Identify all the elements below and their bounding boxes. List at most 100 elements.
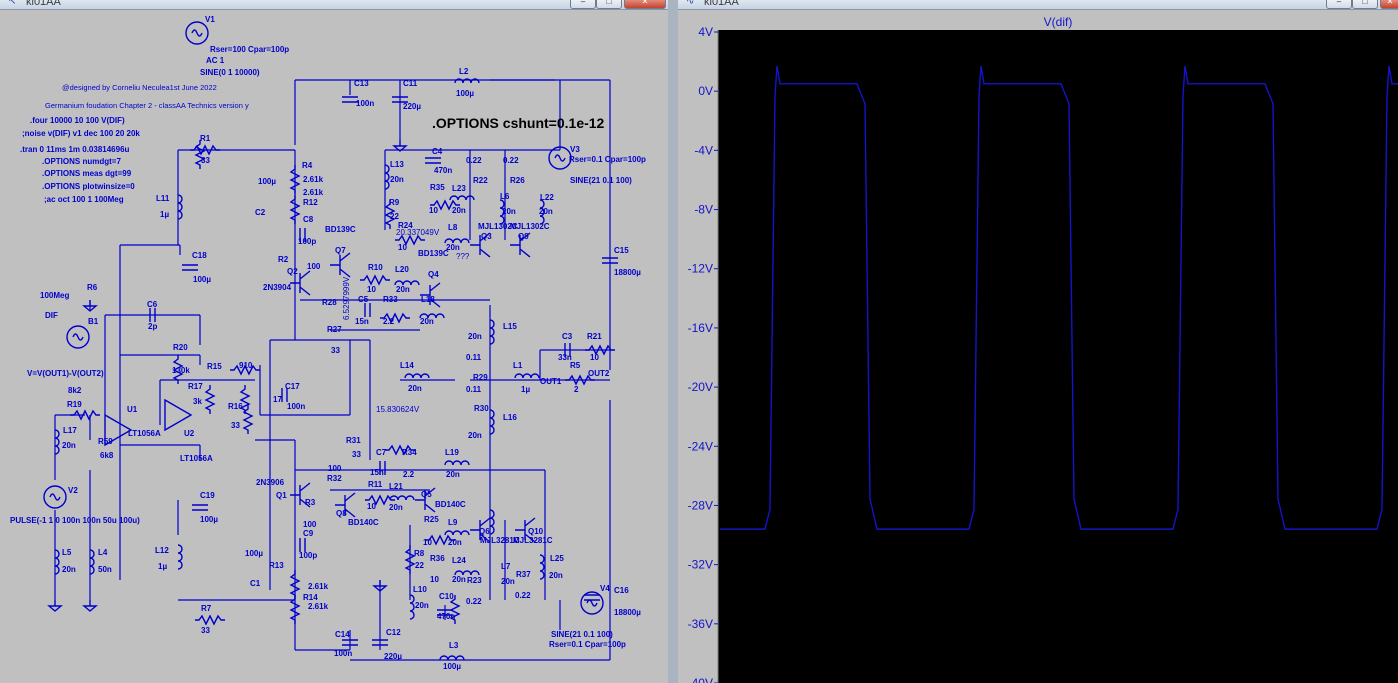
voltage-source-symbol[interactable]: [185, 21, 209, 45]
schematic-label-c13v[interactable]: 100n: [356, 99, 374, 108]
schematic-label-bd140c[interactable]: BD140C: [435, 500, 466, 509]
schematic-label-c7v[interactable]: 15n: [370, 468, 384, 477]
schematic-label-c9[interactable]: C9: [303, 529, 314, 538]
schematic-label-r10[interactable]: R10: [368, 263, 383, 272]
schematic-label-r25v[interactable]: 10: [423, 538, 432, 547]
schematic-label-r59[interactable]: R59: [98, 437, 113, 446]
schematic-label-l14[interactable]: L14: [400, 361, 414, 370]
schematic-label-c4[interactable]: C4: [432, 147, 443, 156]
schematic-label-r14v[interactable]: 2.61k: [308, 602, 329, 611]
schematic-label-c17[interactable]: C17: [285, 382, 300, 391]
schematic-label-bd139c[interactable]: BD139C: [325, 225, 356, 234]
inductor-symbol[interactable]: [439, 655, 465, 661]
schematic-label-opt2[interactable]: .OPTIONS meas dgt=99: [42, 169, 132, 178]
schematic-label-sine1[interactable]: SINE(0 1 10000): [200, 68, 260, 77]
schematic-label-c100u[interactable]: 100µ: [258, 177, 276, 186]
schematic-label-r7[interactable]: R7: [201, 604, 212, 613]
transistor-symbol[interactable]: [335, 492, 356, 518]
schematic-label-r3v[interactable]: 100: [303, 520, 317, 529]
transistor-symbol[interactable]: [420, 282, 441, 308]
schematic-label-r29[interactable]: R29: [473, 373, 488, 382]
schematic-label-r8v[interactable]: 22: [415, 561, 424, 570]
schematic-label-r31v[interactable]: 33: [352, 450, 361, 459]
capacitor-symbol[interactable]: [281, 388, 288, 402]
schematic-label-l23v[interactable]: 20n: [452, 206, 466, 215]
capacitor-symbol[interactable]: [425, 157, 441, 164]
schematic-label-q2[interactable]: Q2: [287, 267, 298, 276]
schematic-label-qqq[interactable]: ???: [456, 252, 470, 261]
schematic-label-mjl3281[interactable]: MJL3281C: [480, 536, 520, 545]
schematic-label-l10[interactable]: L10: [413, 585, 427, 594]
schematic-label-r10v[interactable]: 10: [367, 285, 376, 294]
capacitor-symbol[interactable]: [372, 639, 388, 646]
schematic-label-c3[interactable]: C3: [562, 332, 573, 341]
waveform-minimize-button[interactable]: –: [1326, 0, 1352, 9]
schematic-label-n2n3904[interactable]: 2N3904: [263, 283, 292, 292]
schematic-label-c16v[interactable]: 18800µ: [614, 608, 641, 617]
schematic-label-rser4[interactable]: Rser=0.1 Cpar=100p: [549, 640, 626, 649]
schematic-label-r21[interactable]: R21: [587, 332, 602, 341]
resistor-symbol[interactable]: [585, 344, 615, 356]
schematic-label-q9[interactable]: Q9: [518, 232, 529, 241]
inductor-symbol[interactable]: [444, 460, 470, 466]
schematic-label-r14[interactable]: R14: [303, 593, 318, 602]
schematic-label-r28[interactable]: R28: [322, 298, 337, 307]
schematic-label-r30[interactable]: R30: [474, 404, 489, 413]
schematic-label-l18[interactable]: L18: [421, 295, 435, 304]
schematic-label-r22v[interactable]: 0.22: [466, 156, 482, 165]
schematic-label-ac1[interactable]: AC 1: [206, 56, 225, 65]
schematic-label-l9[interactable]: L9: [448, 518, 458, 527]
schematic-label-l5v[interactable]: 20n: [62, 565, 76, 574]
inductor-symbol[interactable]: [539, 554, 545, 580]
resistor-symbol[interactable]: [195, 614, 225, 626]
schematic-label-r15[interactable]: R15: [207, 362, 222, 371]
schematic-label-l12v[interactable]: 1µ: [158, 562, 167, 571]
schematic-label-c6[interactable]: C6: [147, 300, 158, 309]
schematic-label-r6[interactable]: R6: [87, 283, 98, 292]
voltage-source-symbol[interactable]: [548, 146, 572, 170]
schematic-label-q6[interactable]: Q6: [479, 527, 490, 536]
schematic-label-l7v[interactable]: 20n: [501, 577, 515, 586]
resistor-symbol[interactable]: [395, 234, 425, 246]
schematic-label-r59v[interactable]: 6k8: [100, 451, 114, 460]
schematic-label-c10[interactable]: C10: [439, 592, 454, 601]
capacitor-symbol[interactable]: [379, 461, 386, 475]
schematic-label-l17[interactable]: L17: [63, 426, 77, 435]
schematic-label-bd140c2[interactable]: BD140C: [348, 518, 379, 527]
schematic-label-opt1[interactable]: .OPTIONS numdgt=7: [42, 157, 121, 166]
resistor-symbol[interactable]: [194, 140, 206, 169]
resistor-symbol[interactable]: [289, 195, 301, 224]
schematic-label-c11v[interactable]: 220µ: [403, 102, 421, 111]
schematic-label-l20v[interactable]: 20n: [396, 285, 410, 294]
schematic-label-l13[interactable]: L13: [390, 160, 404, 169]
close-button[interactable]: ✕: [624, 0, 666, 9]
schematic-label-out2[interactable]: OUT2: [588, 369, 610, 378]
schematic-label-r17v[interactable]: 3k: [193, 397, 202, 406]
schematic-label-c16[interactable]: C16: [614, 586, 629, 595]
schematic-label-l16[interactable]: L16: [503, 413, 517, 422]
inductor-symbol[interactable]: [444, 238, 470, 244]
resistor-symbol[interactable]: [385, 444, 415, 456]
schematic-label-c4v[interactable]: 470n: [434, 166, 452, 175]
resistor-symbol[interactable]: [204, 385, 216, 414]
schematic-label-l10v[interactable]: 20n: [415, 601, 429, 610]
transistor-symbol[interactable]: [510, 232, 531, 258]
schematic-label-r13[interactable]: R13: [269, 561, 284, 570]
inductor-symbol[interactable]: [539, 199, 545, 225]
inductor-symbol[interactable]: [454, 78, 480, 84]
schematic-label-r12[interactable]: R12: [303, 198, 318, 207]
schematic-label-r34[interactable]: R34: [402, 448, 417, 457]
inductor-symbol[interactable]: [384, 164, 390, 190]
schematic-label-l18v[interactable]: 20n: [420, 317, 434, 326]
inductor-symbol[interactable]: [54, 429, 60, 455]
resistor-symbol[interactable]: [384, 200, 396, 229]
capacitor-symbol[interactable]: [342, 639, 358, 646]
schematic-label-lt1056b[interactable]: LT1056A: [180, 454, 213, 463]
schematic-label-c1[interactable]: C1: [250, 579, 261, 588]
schematic-label-r36[interactable]: R36: [430, 554, 445, 563]
transistor-symbol[interactable]: [470, 517, 491, 543]
resistor-symbol[interactable]: [239, 385, 251, 414]
